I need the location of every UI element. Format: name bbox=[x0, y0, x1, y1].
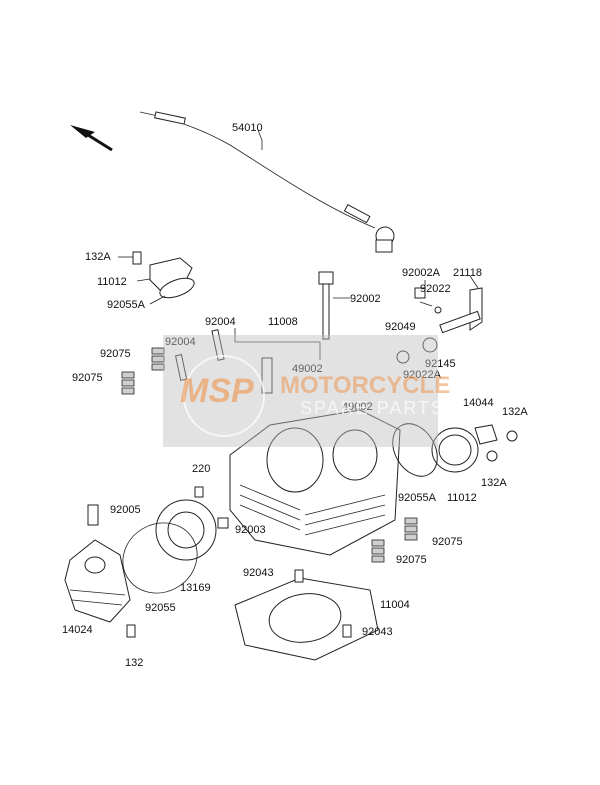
label-92002: 92002 bbox=[350, 293, 381, 305]
label-11008: 11008 bbox=[268, 316, 298, 328]
label-49002-b: 49002 bbox=[342, 401, 373, 413]
label-92075-a: 92075 bbox=[100, 348, 131, 360]
watermark-logo bbox=[183, 355, 265, 437]
label-14044: 14044 bbox=[463, 397, 494, 409]
label-92075-b: 92075 bbox=[72, 372, 103, 384]
label-11012-top: 11012 bbox=[97, 276, 127, 288]
inspection-cap-right bbox=[392, 423, 518, 477]
label-11012-mid: 11012 bbox=[447, 492, 477, 504]
watermark-line1: MOTORCYCLE bbox=[280, 372, 451, 399]
label-11004: 11004 bbox=[380, 599, 410, 611]
label-92055A-top: 92055A bbox=[107, 299, 146, 311]
label-13169: 13169 bbox=[180, 582, 211, 594]
label-92004-b: 92004 bbox=[165, 336, 196, 348]
label-54010: 54010 bbox=[232, 122, 263, 134]
label-92043-a: 92043 bbox=[243, 567, 274, 579]
label-92049: 92049 bbox=[385, 321, 416, 333]
label-92002A: 92002A bbox=[402, 267, 441, 279]
label-92055A-mid: 92055A bbox=[398, 492, 437, 504]
label-92022: 92022 bbox=[420, 283, 451, 295]
label-92075-c: 92075 bbox=[432, 536, 463, 548]
label-132A-right2: 132A bbox=[481, 477, 507, 489]
label-14024: 14024 bbox=[62, 624, 93, 636]
label-132: 132 bbox=[125, 657, 143, 669]
shim-stack-left bbox=[121, 347, 165, 395]
label-132A-top: 132A bbox=[85, 251, 111, 263]
watermark-line2: SPARE PARTS bbox=[300, 398, 446, 418]
cylinder-head bbox=[229, 409, 401, 556]
label-21118: 21118 bbox=[453, 267, 482, 279]
decompression-lever-assembly bbox=[396, 275, 483, 364]
label-92003: 92003 bbox=[235, 524, 266, 536]
label-92075-d: 92075 bbox=[396, 554, 427, 566]
valve-cover-assembly bbox=[64, 504, 136, 638]
tappet-cover-left bbox=[122, 486, 229, 594]
label-92004-a: 92004 bbox=[205, 316, 236, 328]
watermark-logo-text: MSP bbox=[180, 372, 254, 410]
cable-holder-assembly bbox=[118, 251, 195, 305]
arrow-up-left-icon bbox=[70, 125, 113, 152]
label-92022A: 92022A bbox=[403, 369, 442, 381]
label-49002-a: 49002 bbox=[292, 363, 323, 375]
label-92055: 92055 bbox=[145, 602, 176, 614]
label-132A-right: 132A bbox=[502, 406, 528, 418]
label-92145: 92145 bbox=[425, 358, 456, 370]
label-220: 220 bbox=[192, 463, 210, 475]
throttle-cable bbox=[139, 111, 395, 253]
label-92005: 92005 bbox=[110, 504, 141, 516]
shim-stack-right bbox=[371, 517, 418, 563]
head-gasket bbox=[234, 569, 379, 661]
label-92043-b: 92043 bbox=[362, 626, 393, 638]
stud-bolt-92002 bbox=[318, 271, 350, 340]
